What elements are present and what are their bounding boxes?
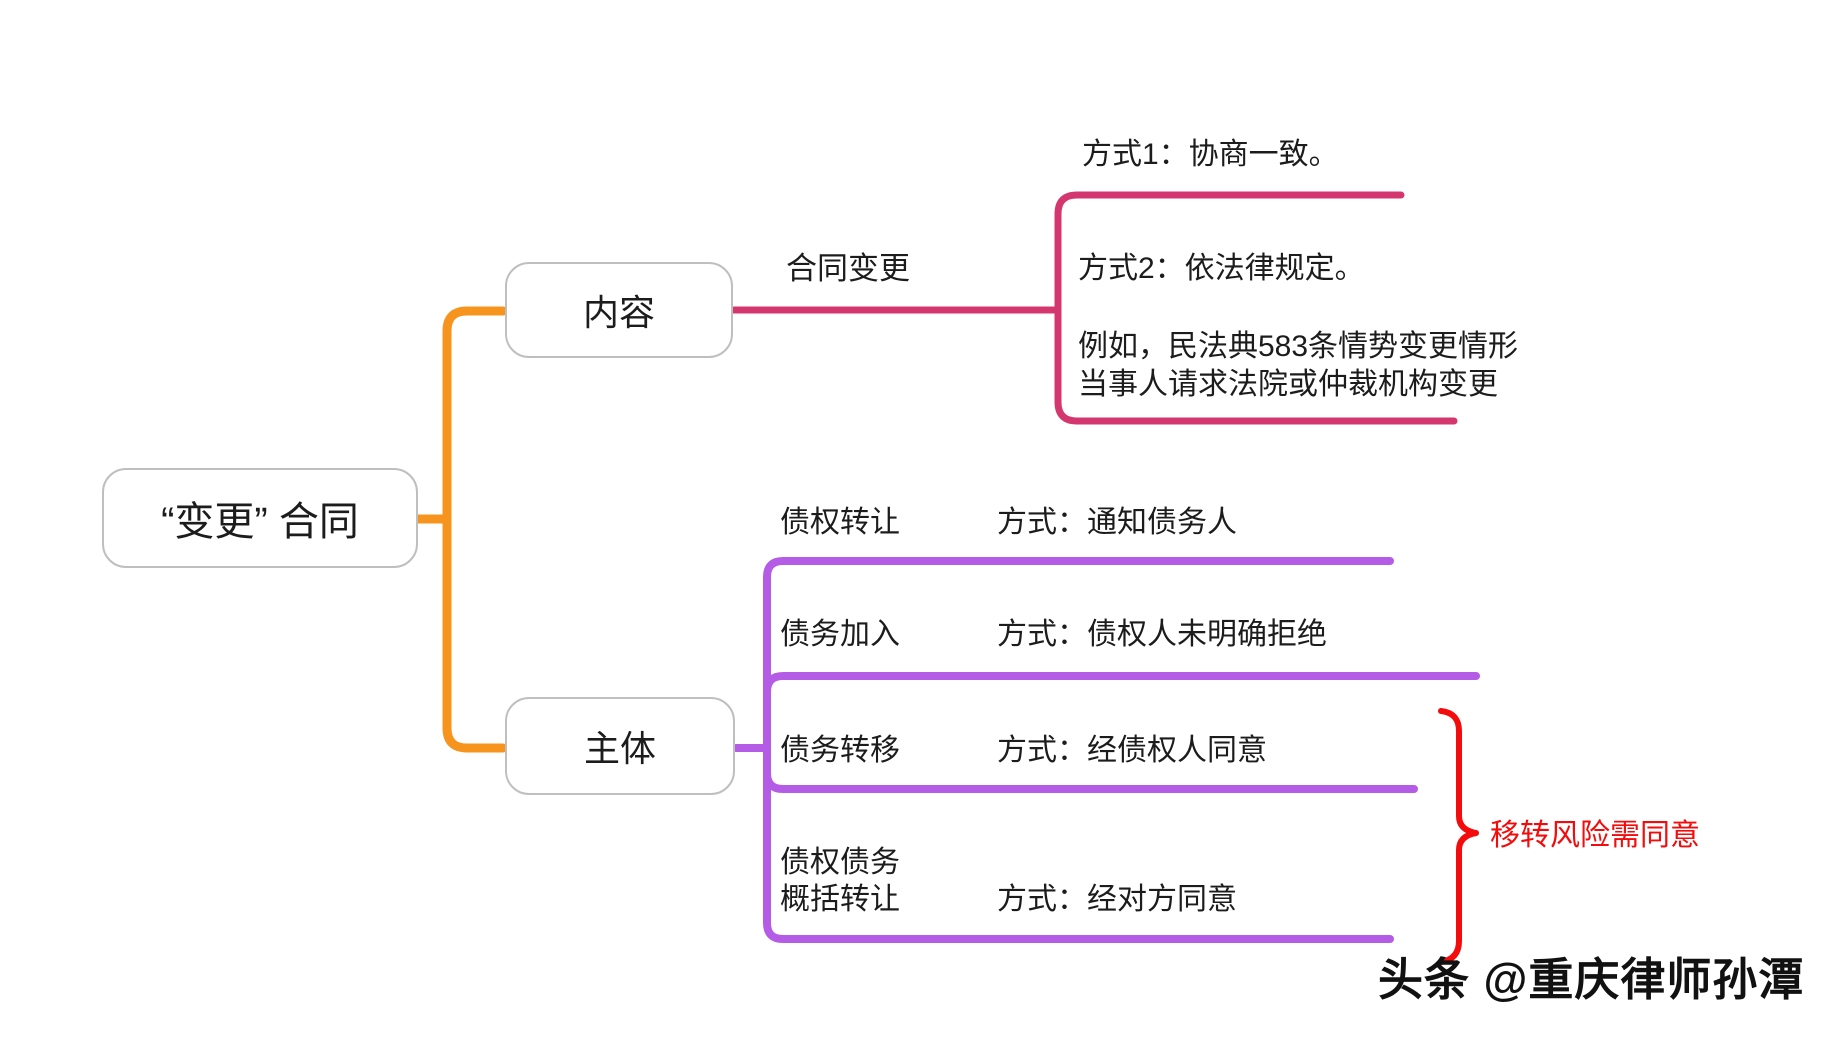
subtopic-blanket-transfer-line2: 概括转让 xyxy=(780,883,900,916)
way2-label-line1: 方式2：依法律规定。 xyxy=(1078,252,1365,285)
subtopic-blanket-transfer-method: 方式：经对方同意 xyxy=(997,883,1237,916)
content-branch-way2-underline xyxy=(1054,306,1458,425)
content-topic-node: 内容 xyxy=(505,262,733,358)
subtopic-credit-assignment: 债权转让 xyxy=(780,506,900,539)
content-branch-way1-underline xyxy=(1054,191,1405,314)
subject-branch-1-underline xyxy=(763,557,1394,752)
brace-annotation-label: 移转风险需同意 xyxy=(1490,819,1700,852)
subject-topic-node: 主体 xyxy=(505,697,735,795)
root-branch-to-content xyxy=(442,306,508,524)
way2-label-line3: 当事人请求法院或仲裁机构变更 xyxy=(1078,368,1498,401)
way1-label: 方式1：协商一致。 xyxy=(1082,138,1339,171)
watermark-toutiao-author: 头条 @重庆律师孙潭 xyxy=(1378,954,1805,1005)
subject-branch-4-underline xyxy=(763,744,1394,943)
root-topic-node: “变更” 合同 xyxy=(102,468,418,568)
subject-branch-2-underline xyxy=(763,672,1480,752)
subtopic-debt-joining: 债务加入 xyxy=(780,618,900,651)
subtopic-debt-joining-method: 方式：债权人未明确拒绝 xyxy=(997,618,1327,651)
root-branch-to-subject xyxy=(442,514,508,753)
subtopic-credit-assignment-method: 方式：通知债务人 xyxy=(997,506,1237,539)
subtopic-debt-transfer-method: 方式：经债权人同意 xyxy=(997,734,1267,767)
edge-label-contract-change: 合同变更 xyxy=(786,251,910,286)
way2-label-line2: 例如，民法典583条情势变更情形 xyxy=(1078,330,1519,363)
subtopic-debt-transfer: 债务转移 xyxy=(780,734,900,767)
subtopic-blanket-transfer-line1: 债权债务 xyxy=(780,846,900,879)
annotation-brace xyxy=(1438,708,1479,965)
